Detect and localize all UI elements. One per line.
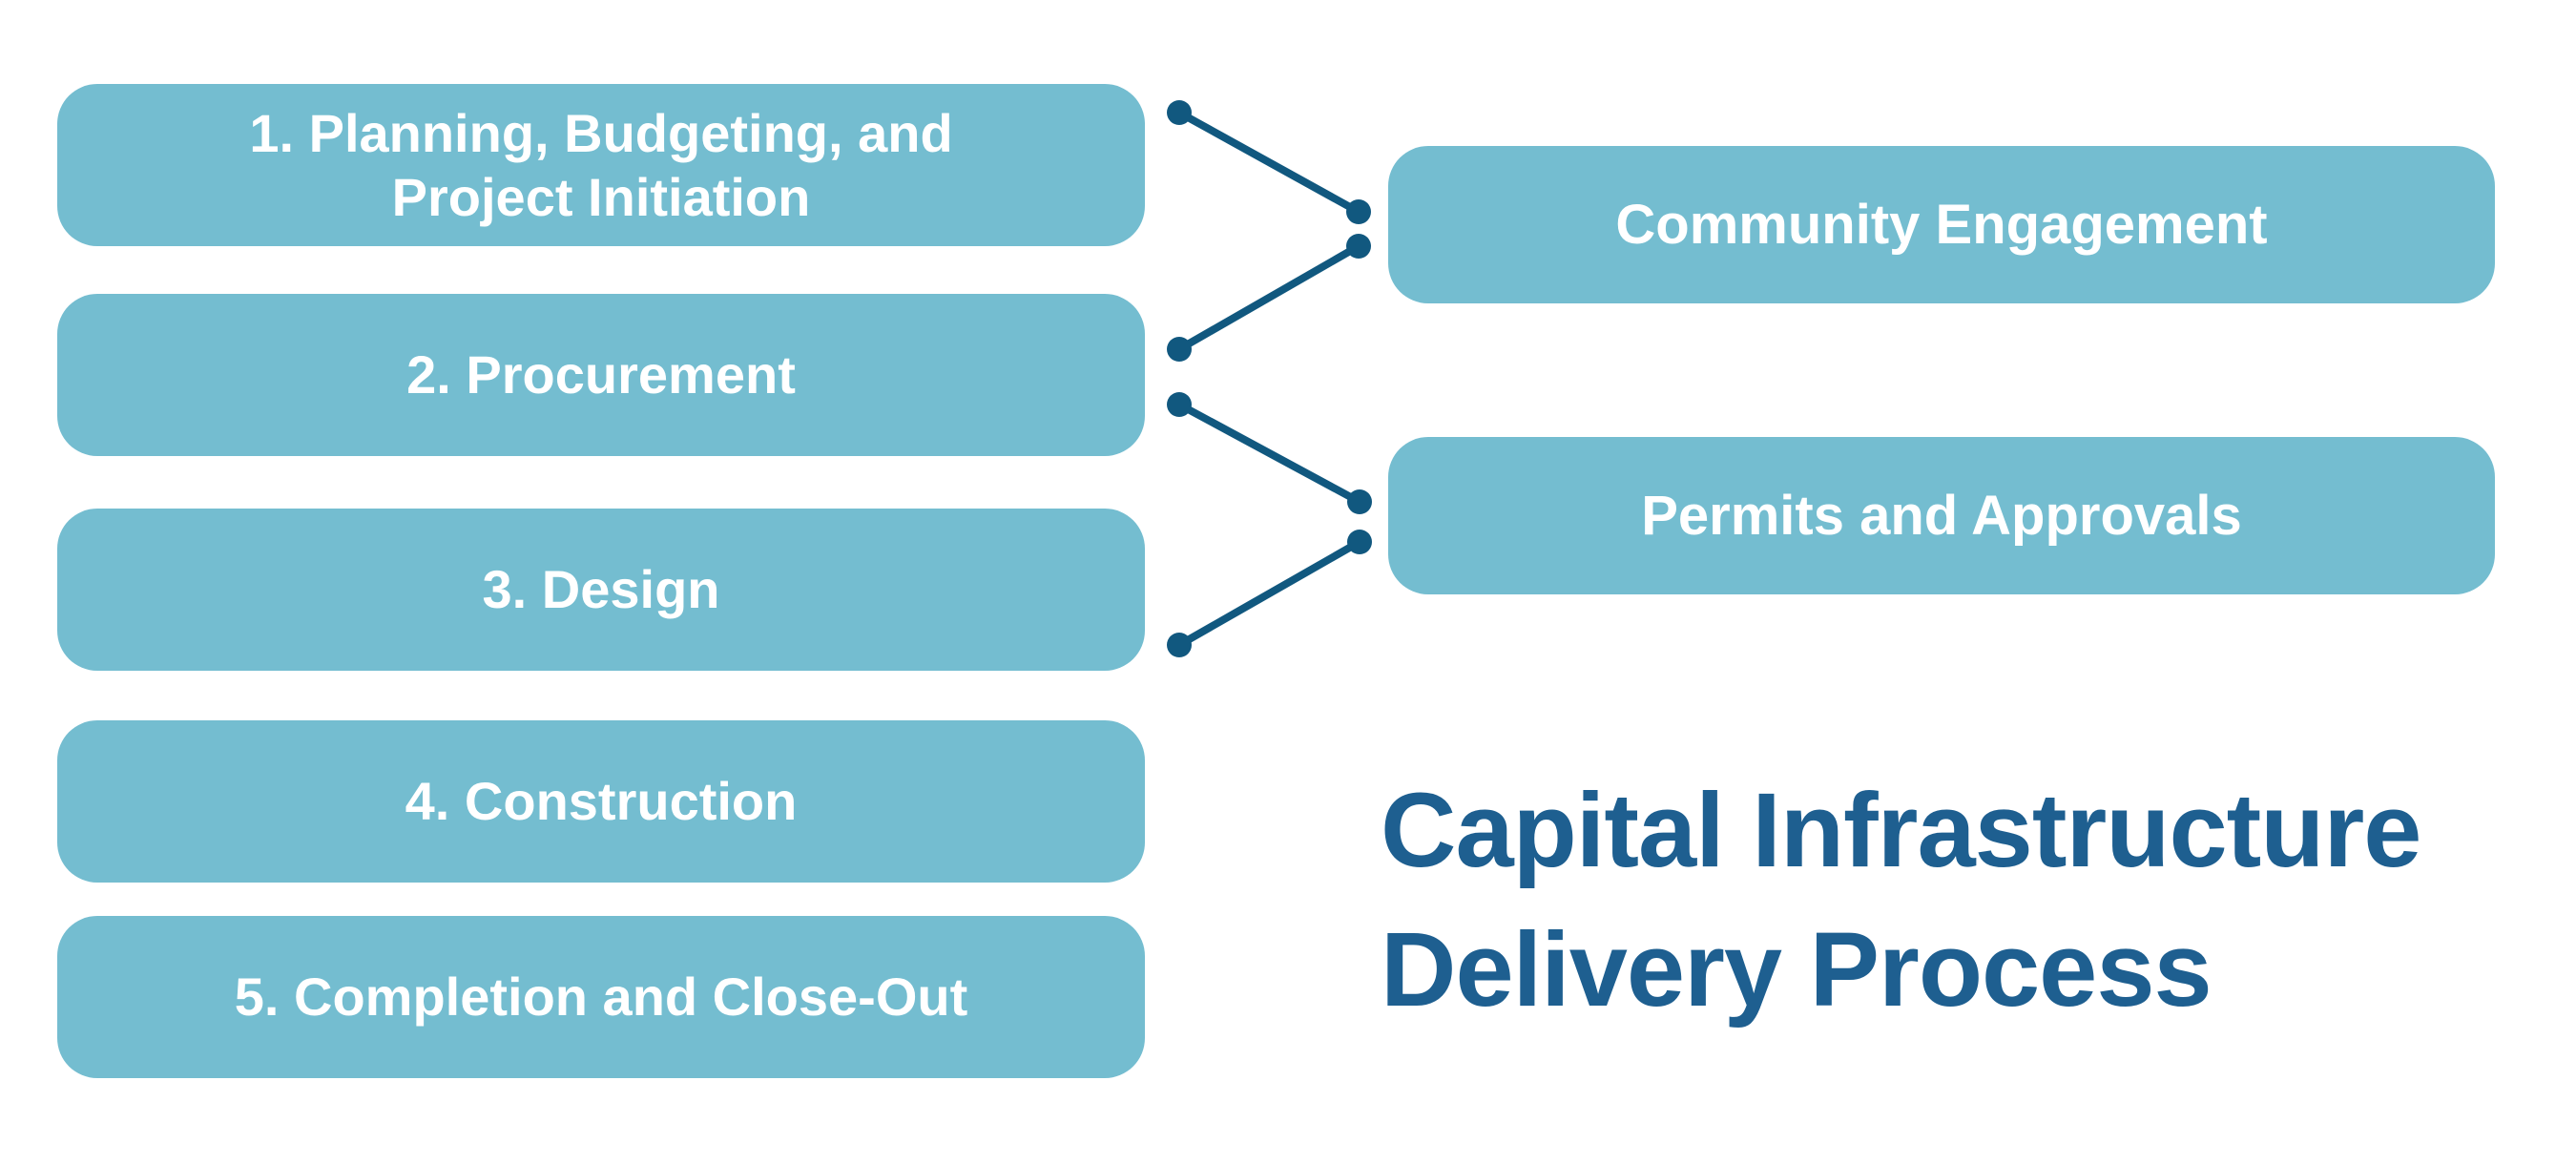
stage-box-planning: 1. Planning, Budgeting, and Project Init… bbox=[57, 84, 1145, 246]
stage-box-completion: 5. Completion and Close-Out bbox=[57, 916, 1145, 1078]
connector-stage2-permits bbox=[1177, 401, 1361, 506]
connector-dot-community-lower bbox=[1346, 234, 1371, 259]
stage-box-construction: 4. Construction bbox=[57, 720, 1145, 883]
side-box-community-engagement: Community Engagement bbox=[1388, 146, 2495, 303]
diagram-title-line1: Capital Infrastructure bbox=[1381, 772, 2421, 889]
stage-box-design: 3. Design bbox=[57, 509, 1145, 671]
connector-stage2-community bbox=[1177, 242, 1361, 353]
connector-dot-stage3 bbox=[1167, 633, 1192, 657]
connector-stage3-permits bbox=[1177, 538, 1361, 649]
connector-dot-permits-upper bbox=[1347, 489, 1372, 514]
connector-dot-stage2-lower bbox=[1167, 392, 1192, 417]
connector-stage1-community bbox=[1177, 109, 1361, 216]
connector-dot-community-upper bbox=[1346, 199, 1371, 224]
connector-dot-stage2-upper bbox=[1167, 337, 1192, 362]
connector-dot-permits-lower bbox=[1347, 530, 1372, 554]
connector-dot-stage1 bbox=[1167, 100, 1192, 125]
diagram-title-line2: Delivery Process bbox=[1381, 911, 2212, 1029]
diagram-title: Capital Infrastructure Delivery Process bbox=[1381, 761, 2421, 1040]
stage-box-procurement: 2. Procurement bbox=[57, 294, 1145, 456]
side-box-permits-approvals: Permits and Approvals bbox=[1388, 437, 2495, 594]
